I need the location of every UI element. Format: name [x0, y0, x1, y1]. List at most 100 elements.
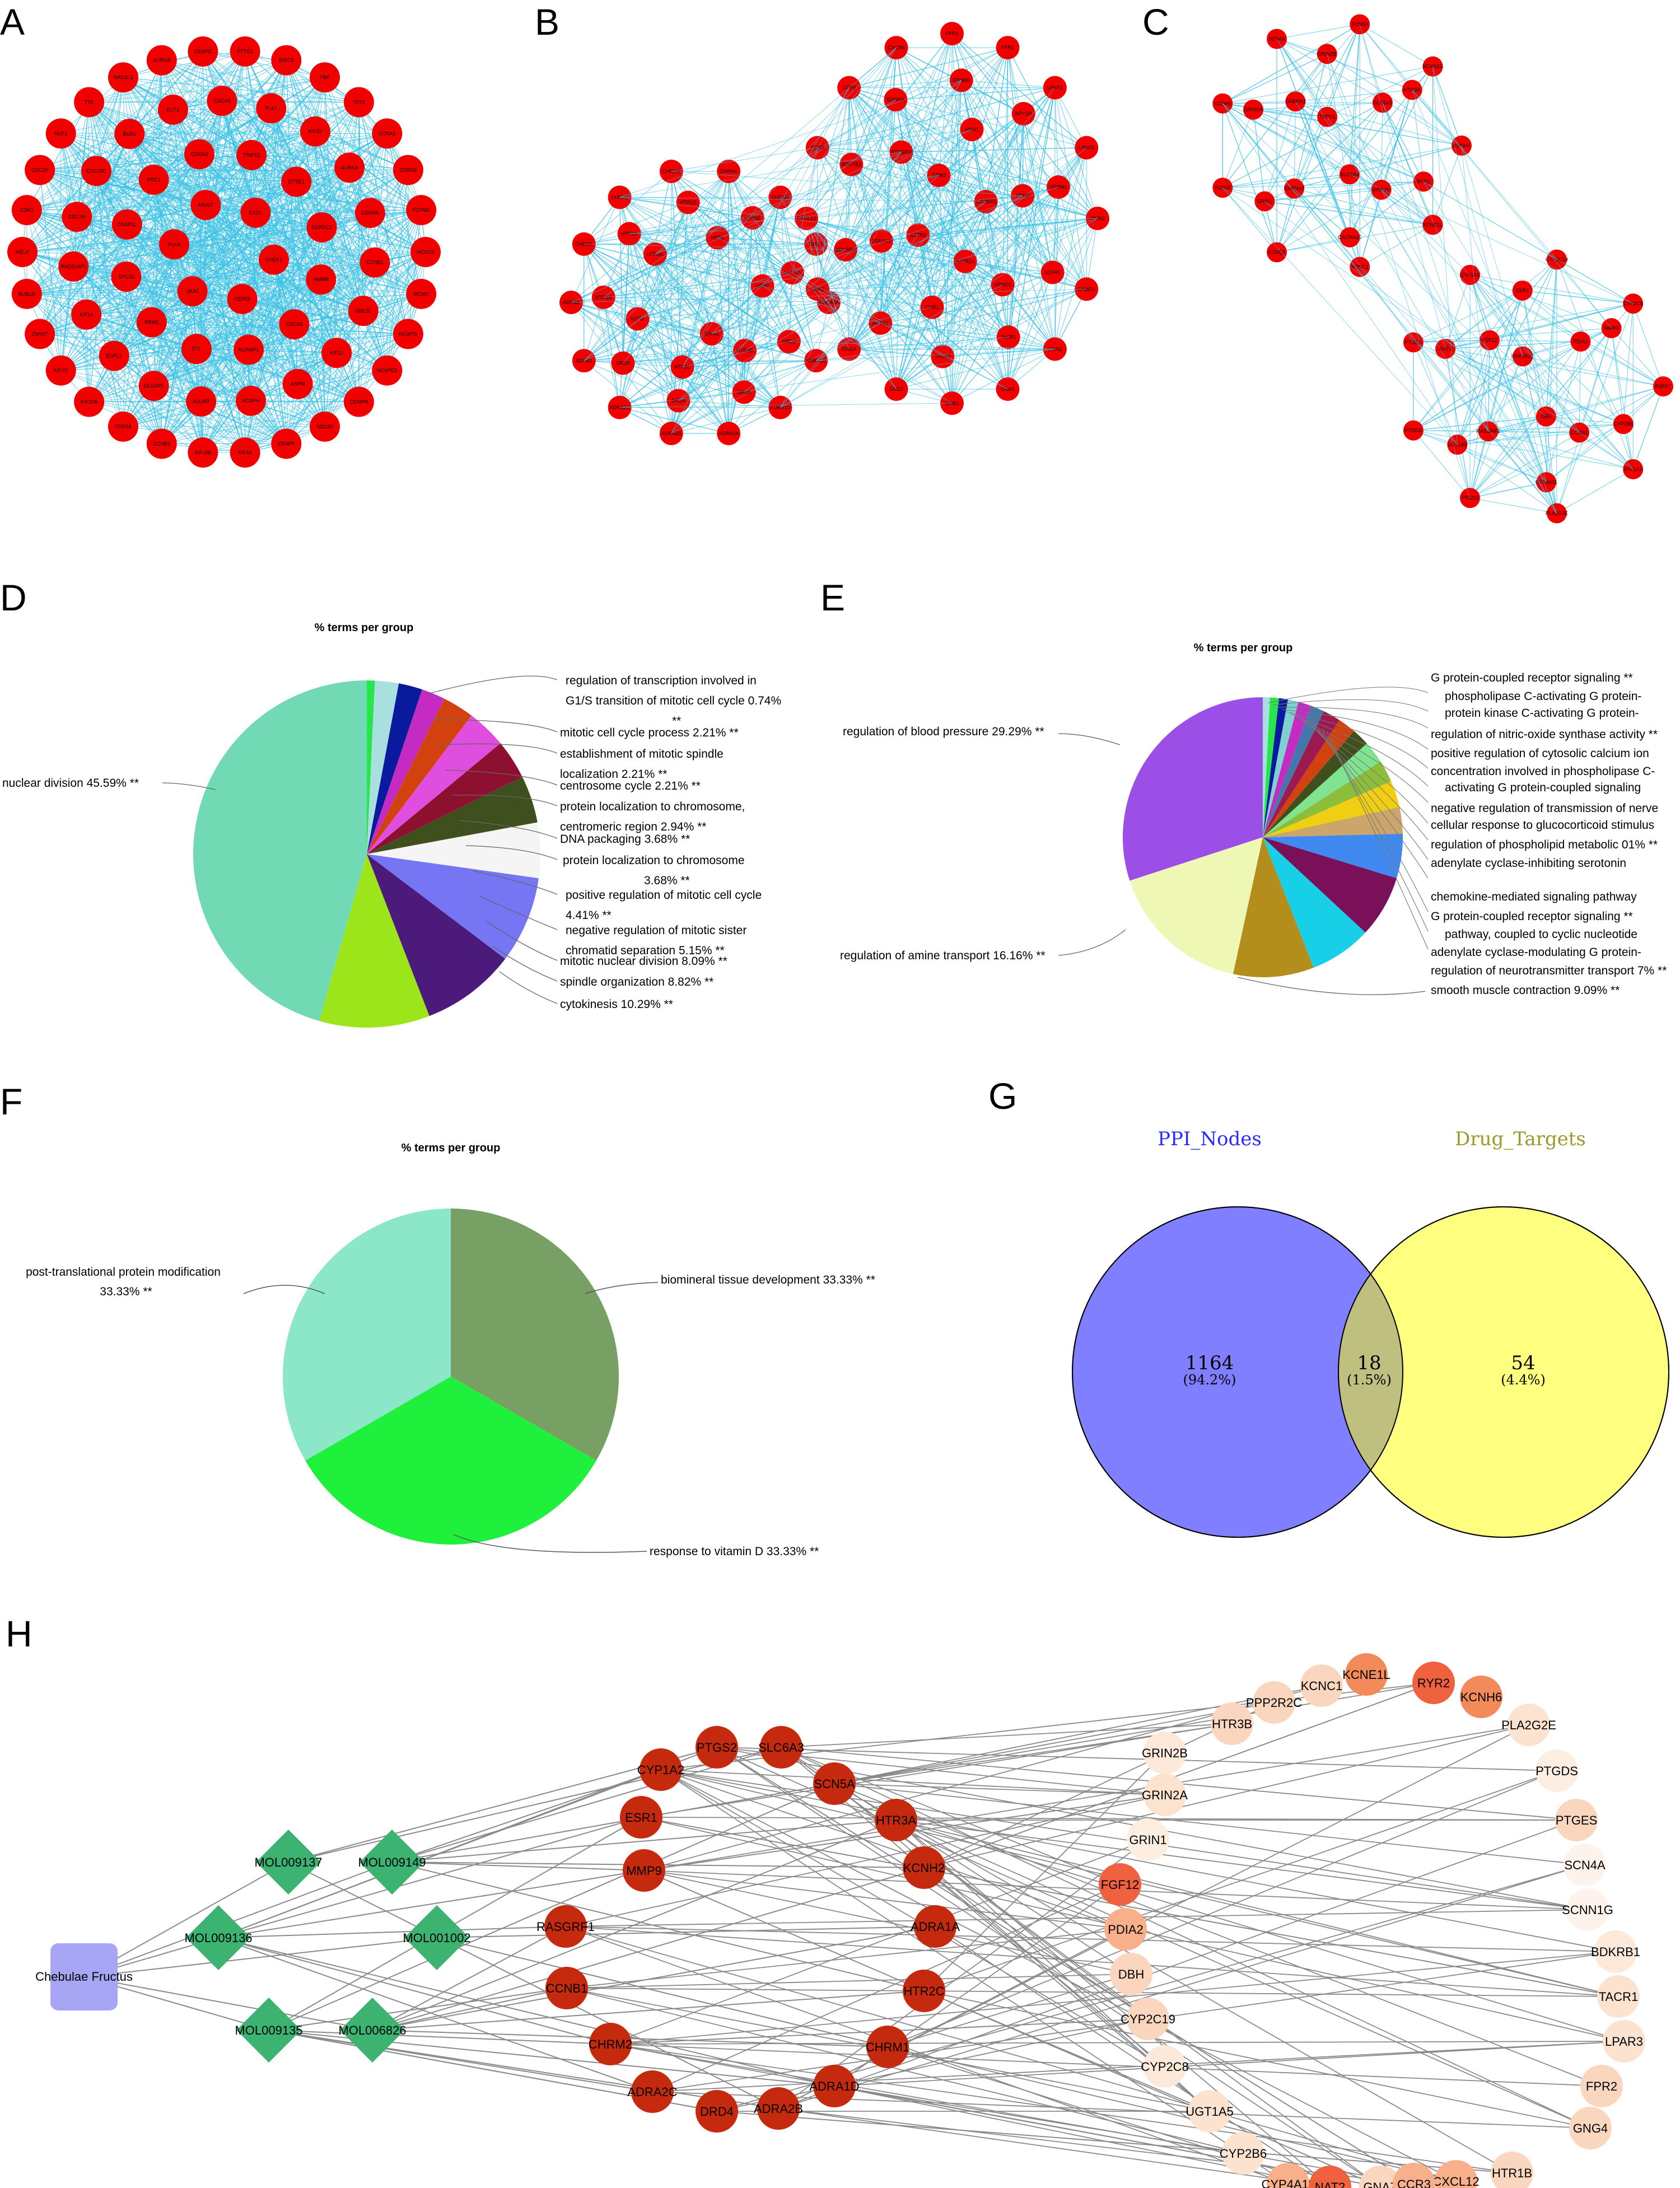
pie-d-slice-0: [193, 680, 367, 1021]
ppi-node-a-31: [321, 338, 352, 368]
outer-target-node-22: [1580, 2065, 1623, 2107]
core-target-node-0: [696, 1726, 738, 1769]
pie-chart-f: % terms per group post-translational pro…: [26, 1142, 875, 1558]
core-target-node-5: [875, 1799, 917, 1841]
ppi-node-label: MAD2L1: [113, 74, 133, 80]
outer-target-label: GNG4: [1573, 2121, 1608, 2135]
pie-d-label-9: mitotic nuclear division 8.09% **: [560, 955, 727, 968]
ppi-node-label: MELK: [16, 249, 30, 255]
ppi-node-a-16: [11, 195, 42, 226]
ppi-node-label: CEP55: [234, 296, 250, 302]
panel-label-g: G: [988, 1075, 1017, 1117]
outer-target-label: PDIA2: [1108, 1923, 1144, 1937]
ppi-node-label: TTK: [85, 99, 94, 105]
core-target-node-11: [903, 1970, 945, 2012]
ppi-node-a-11: [74, 386, 105, 417]
ppi-node-a-20: [108, 62, 138, 93]
ppi-node-c1-12: [1243, 99, 1264, 120]
core-target-label: SCN5A: [814, 1777, 855, 1791]
ppi-node-label: ESR1: [1516, 288, 1529, 293]
outer-target-label: DBH: [1118, 1967, 1144, 1981]
ppi-node-label: KIF23: [309, 129, 322, 134]
pie-e-slice-10: [1263, 731, 1367, 837]
ppi-node-label: PPP2R2C: [1511, 353, 1535, 359]
core-target-node-6: [623, 1849, 665, 1892]
ppi-node-a-23: [230, 36, 260, 67]
compound-node-1: [360, 1830, 424, 1895]
pie-e-slice-15: [1263, 699, 1299, 837]
ppi-node-a-38: [58, 251, 89, 282]
panel-label-f: F: [0, 1081, 22, 1122]
pie-d-label-12: nuclear division 45.59% **: [2, 777, 139, 790]
pie-d-label-11: cytokinesis 10.29% **: [560, 998, 673, 1011]
ppi-node-b2-24: [1011, 101, 1035, 125]
pie-d-slice-11: [367, 680, 399, 854]
ppi-node-label: HTR1D: [680, 199, 697, 205]
pie-f-title: % terms per group: [402, 1142, 501, 1154]
ppi-node-a-22: [188, 36, 218, 67]
ppi-node-label: CDC20: [31, 167, 48, 173]
ppi-node-a-52: [136, 307, 167, 338]
outer-target-label: BDKRB1: [1591, 1945, 1640, 1959]
ppi-node-label: CHEK1: [265, 257, 282, 263]
outer-target-label: GRIN1: [1129, 1833, 1166, 1847]
core-target-node-2: [640, 1748, 682, 1791]
ppi-node-b1-20: [676, 190, 700, 214]
core-target-node-16: [696, 2090, 738, 2133]
ppi-node-a-40: [81, 156, 112, 186]
ppi-node-a-66: [258, 244, 289, 275]
pie-d-slice-5: [367, 777, 538, 854]
core-target-label: KCNH2: [903, 1861, 945, 1875]
ppi-node-label: PDIA2: [1573, 339, 1588, 344]
ppi-node-label: HTR7: [756, 283, 769, 289]
ppi-node-label: NDC80: [316, 424, 333, 430]
outer-target-node-4: [1253, 1681, 1295, 1724]
pie-e-slice-8: [1263, 761, 1392, 837]
venn-left-only-pct: (94.2%): [1183, 1372, 1236, 1388]
ppi-node-label: DEPDC1: [311, 225, 332, 230]
ppi-node-label: GRIN2A: [1244, 107, 1263, 113]
ppi-node-label: TACR2: [935, 354, 951, 360]
core-target-label: MMP9: [626, 1864, 662, 1878]
compound-label: MOL009149: [358, 1855, 426, 1869]
pie-d-title: % terms per group: [315, 622, 414, 634]
ppi-node-a-59: [306, 212, 337, 242]
ppi-node-label: FOXM1: [413, 207, 430, 213]
ppi-node-b1-11: [717, 160, 741, 184]
outer-target-node-31: [1393, 2163, 1435, 2188]
pie-d-label-4: protein localization to chromosome,: [560, 800, 745, 813]
ppi-node-a-28: [393, 155, 423, 185]
outer-target-label: CYP2C8: [1141, 2060, 1189, 2074]
pie-e-right-label-4: positive regulation of cytosolic calcium…: [1431, 747, 1649, 760]
pie-e-right-label-15: regulation of neurotransmitter transport…: [1431, 964, 1667, 977]
ppi-node-label: KCNQ1: [1268, 250, 1285, 255]
ppi-node-label: HJURP: [193, 399, 209, 404]
ppi-node-label: SKA1: [186, 288, 199, 294]
pie-d-label-8: chromatid separation 5.15% **: [566, 944, 725, 957]
outer-target-node-23: [1188, 2090, 1231, 2133]
outer-target-node-30: [1359, 2166, 1402, 2188]
ppi-node-a-33: [235, 385, 266, 416]
ppi-node-a-45: [300, 116, 330, 147]
ppi-node-label: CCNA2: [379, 130, 396, 136]
core-target-label: CYP1A2: [637, 1763, 684, 1777]
pie-f-label-left-1: post-translational protein modification: [26, 1266, 221, 1279]
ppi-node-c2-9: [1613, 414, 1634, 435]
pie-d-slice-8: [367, 698, 472, 854]
outer-target-label: CCR3: [1397, 2177, 1431, 2188]
pie-d-slice-12: [367, 680, 375, 854]
herb-node-label: Chebulae Fructus: [35, 1970, 133, 1984]
compound-label: MOL006826: [338, 2023, 406, 2037]
outer-target-label: FGF12: [1101, 1878, 1139, 1892]
pie-e-right-label-0: G protein-coupled receptor signaling **: [1431, 671, 1633, 684]
venn-left-title: PPI_Nodes: [1158, 1128, 1262, 1150]
ppi-node-a-26: [343, 87, 374, 118]
ppi-node-label: BDKRB2: [841, 162, 861, 167]
ppi-node-a-60: [306, 264, 337, 295]
ppi-node-label: S1PR1: [1044, 269, 1061, 275]
pie-e-slice-16: [1263, 698, 1288, 837]
panel-label-h: H: [6, 1613, 32, 1654]
outer-target-label: LPAR3: [1605, 2035, 1643, 2049]
ppi-node-label: ZWINT: [32, 331, 48, 337]
